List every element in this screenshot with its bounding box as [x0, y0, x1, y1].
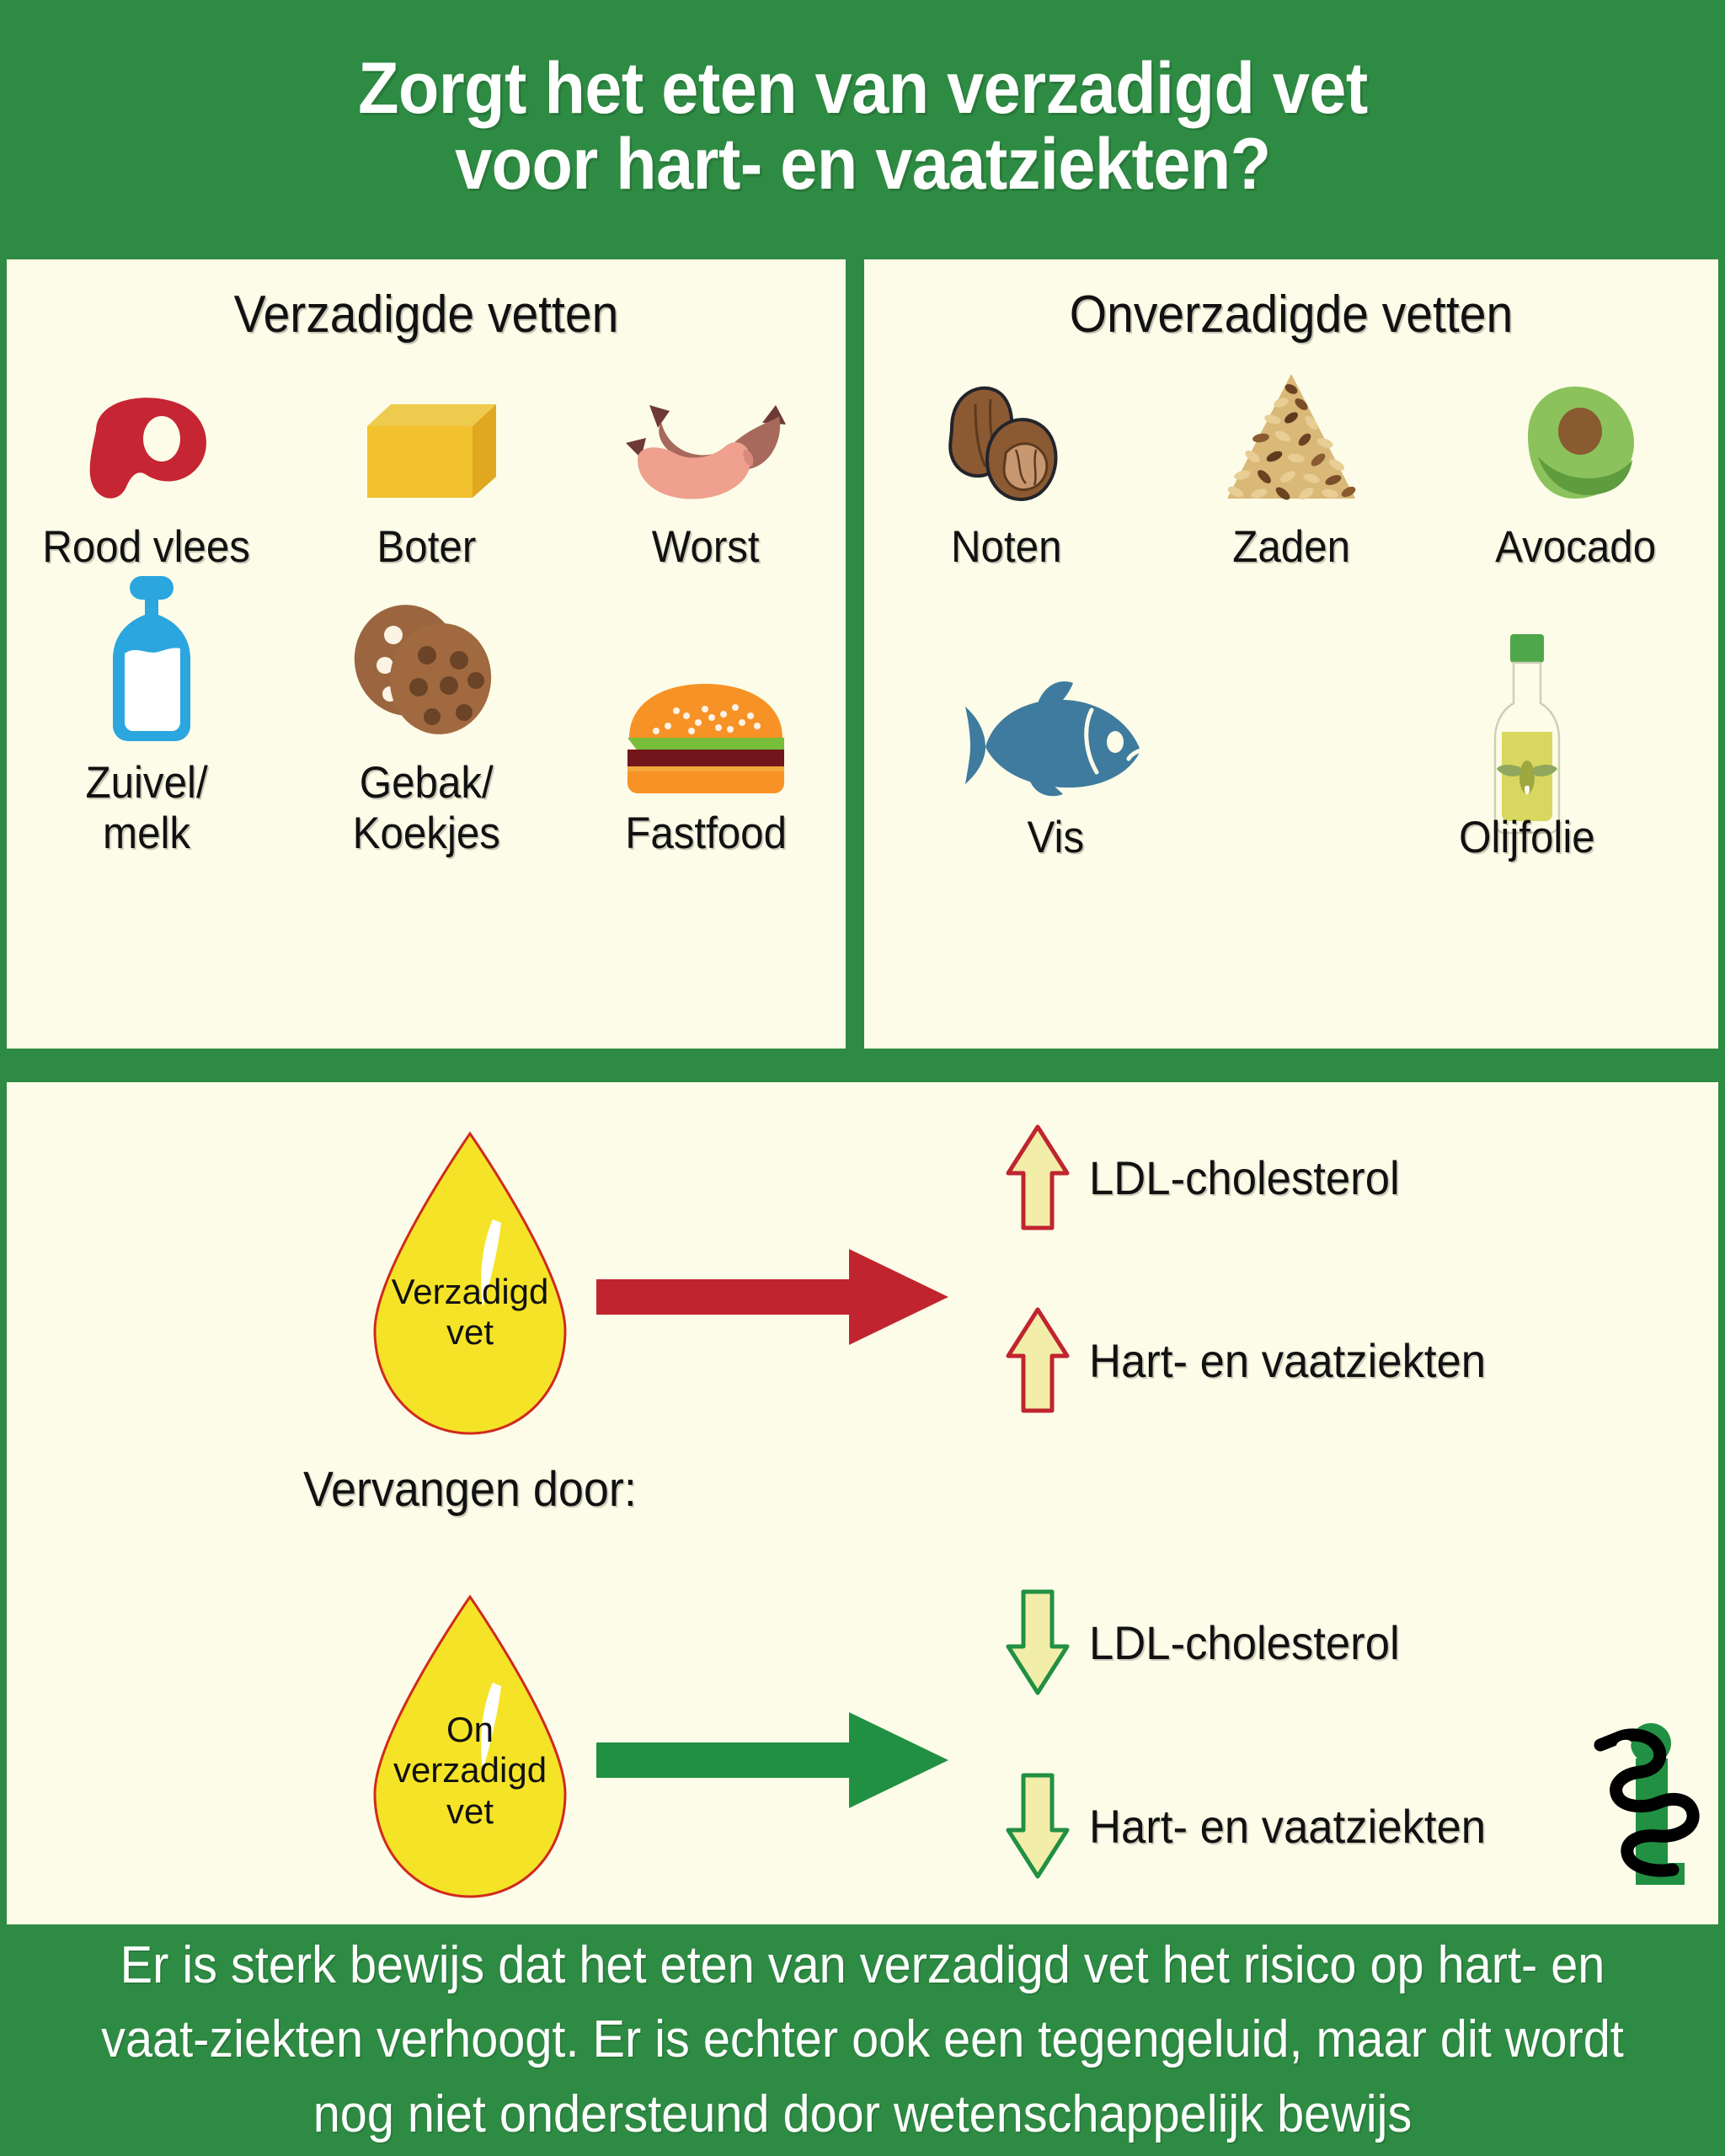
- arrow-up-icon: [1006, 1124, 1070, 1230]
- food-item-red-meat: Rood vlees: [20, 376, 273, 572]
- unsaturated-fats-row-2: Vis Olijfolie: [864, 610, 1718, 862]
- arrow-down-icon: [1006, 1589, 1070, 1695]
- outcome-label: Hart- en vaatziekten: [1089, 1799, 1487, 1853]
- outcome-label: LDL-cholesterol: [1089, 1150, 1400, 1204]
- saturated-fats-panel: Verzadigde vetten Rood vlees: [7, 259, 846, 1049]
- outcome-cvd-up: Hart- en vaatziekten: [1005, 1305, 1511, 1415]
- unsaturated-fat-droplet: On verzadigd vet: [365, 1592, 575, 1903]
- food-label: Worst: [652, 521, 760, 572]
- outcome-cvd-down: Hart- en vaatziekten: [1005, 1771, 1511, 1881]
- olive-oil-bottle-icon: [1477, 633, 1578, 834]
- fish-icon: [950, 666, 1161, 801]
- saturated-fat-droplet: Verzadigd vet: [365, 1129, 575, 1440]
- avocado-icon: [1496, 376, 1656, 510]
- outcome-label: Hart- en vaatziekten: [1089, 1333, 1487, 1387]
- milk-bottle-icon: [88, 576, 206, 746]
- food-item-pastry-cookies: Gebak/ Koekjes: [300, 605, 553, 858]
- food-label: Vis: [1027, 812, 1084, 862]
- food-item-fish: Vis: [929, 666, 1182, 862]
- burger-icon: [617, 662, 794, 797]
- arrow-down-icon: [1006, 1773, 1070, 1879]
- outcome-label: LDL-cholesterol: [1089, 1615, 1400, 1669]
- food-label: Boter: [377, 521, 476, 572]
- food-item-sausage: Worst: [579, 376, 832, 572]
- food-label: Zaden: [1232, 521, 1350, 572]
- nuts-icon: [927, 376, 1087, 510]
- arrow-up-icon: [1006, 1307, 1070, 1413]
- food-item-avocado: Avocado: [1450, 376, 1702, 572]
- food-label: Zuivel/ melk: [85, 758, 208, 858]
- mechanism-diagram: Verzadigd vet LDL-cholesterol Hart- en v…: [7, 1082, 1718, 1924]
- saturated-fats-title: Verzadigde vetten: [233, 286, 619, 344]
- food-label: Olijfolie: [1459, 812, 1595, 862]
- sausage-icon: [617, 376, 794, 510]
- page-title-line-2: voor hart- en vaatziekten?: [454, 124, 1271, 205]
- poster-header: Zorgt het eten van verzadigd vet voor ha…: [0, 0, 1725, 253]
- food-label: Noten: [951, 521, 1062, 572]
- food-item-fastfood: Fastfood: [579, 662, 832, 858]
- footer-summary-text: Er is sterk bewijs dat het eten van verz…: [101, 1936, 1624, 2143]
- unsaturated-fat-arrow: [596, 1705, 950, 1819]
- food-label: Avocado: [1495, 521, 1657, 572]
- cookies-icon: [338, 605, 515, 746]
- red-meat-icon: [62, 376, 231, 510]
- fat-category-panels: Verzadigde vetten Rood vlees: [0, 253, 1725, 1049]
- food-item-nuts: Noten: [880, 376, 1133, 572]
- food-item-seeds: Zaden: [1165, 373, 1418, 572]
- saturated-fats-row-2: Zuivel/ melk: [7, 576, 846, 858]
- outcome-ldl-down: LDL-cholesterol: [1005, 1588, 1419, 1697]
- page-title-line-1: Zorgt het eten van verzadigd vet: [357, 47, 1368, 129]
- food-item-olive-oil: Olijfolie: [1401, 633, 1653, 862]
- unsaturated-fats-panel: Onverzadigde vetten Noten: [864, 259, 1718, 1049]
- seeds-icon: [1207, 373, 1375, 510]
- saturated-fats-row-1: Rood vlees Boter: [7, 378, 846, 572]
- section-horizontal-divider: [0, 1049, 1725, 1082]
- food-item-butter: Boter: [300, 376, 553, 572]
- outcome-ldl-up: LDL-cholesterol: [1005, 1123, 1419, 1232]
- food-label: Gebak/ Koekjes: [352, 758, 500, 858]
- food-label: Fastfood: [625, 808, 787, 858]
- asclepius-rod-logo: [1592, 1718, 1710, 1895]
- unsaturated-fats-title: Onverzadigde vetten: [1069, 286, 1514, 344]
- replacement-label: Vervangen door:: [303, 1462, 637, 1517]
- butter-icon: [342, 376, 510, 510]
- saturated-fat-arrow: [596, 1242, 950, 1356]
- food-label: Rood vlees: [42, 521, 251, 572]
- poster-footer: Er is sterk bewijs dat het eten van verz…: [0, 1924, 1725, 2156]
- food-item-dairy-milk: Zuivel/ melk: [20, 576, 273, 858]
- unsaturated-fats-row-1: Noten: [864, 373, 1718, 572]
